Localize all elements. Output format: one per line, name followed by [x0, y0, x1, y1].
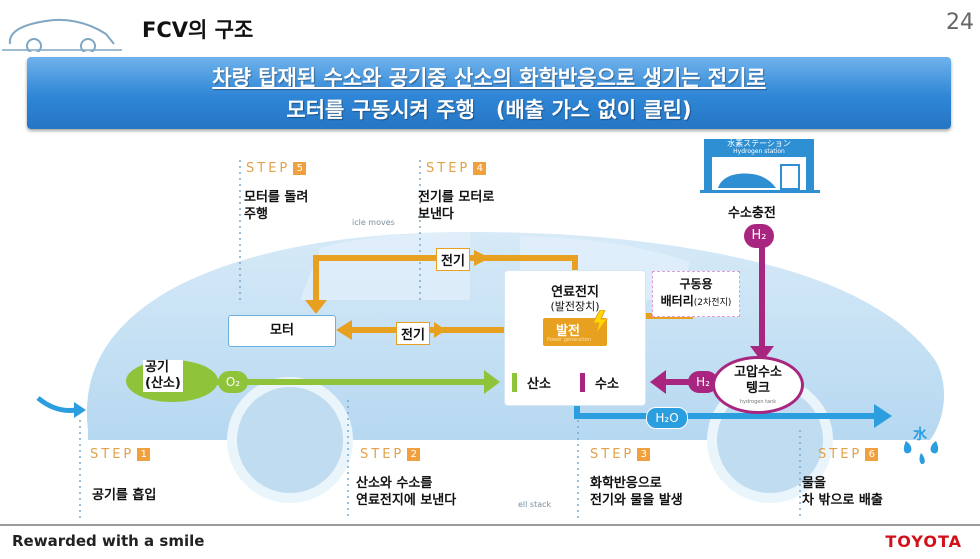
banner-line-2: 모터를 구동시켜 주행 (배출 가스 없이 클린)	[286, 98, 692, 122]
water-icon: 水	[913, 427, 927, 443]
hydrogen-tank-sublabel: hydrogen tank	[739, 399, 777, 405]
o2-badge: O₂	[218, 371, 248, 393]
fuel-cell-subtitle: (발전장치)	[550, 300, 600, 313]
station-h2-badge: H₂	[744, 224, 774, 248]
step-5-text: 모터를 돌려 주행	[244, 190, 309, 222]
step-1-text: 공기를 흡입	[92, 488, 157, 503]
page-title: FCV의 구조	[142, 18, 254, 42]
air-oxygen-label: 공기 (산소)	[143, 360, 183, 392]
motor-box: 모터	[228, 315, 336, 347]
oxygen-label: 산소	[512, 373, 551, 392]
hydrogen-tank-label: 고압수소 텡크	[734, 365, 782, 396]
electricity-label-mid: 전기	[396, 322, 430, 345]
front-wheel	[227, 377, 353, 503]
station-sign-text: 水素ステーション Hydrogen station	[727, 139, 791, 156]
hydrogen-tank-box: 고압수소 텡크 hydrogen tank	[712, 356, 804, 414]
hydrogen-station-icon	[700, 139, 820, 193]
title-banner: 차량 탑재된 수소와 공기중 산소의 화학반응으로 생기는 전기로 모터를 구동…	[27, 57, 951, 129]
power-generation-label: 발전	[556, 324, 580, 339]
hydrogen-label: 수소	[580, 373, 619, 392]
step-4-text: 전기를 모터로 보낸다	[418, 190, 495, 222]
faint-power-generation: Power generation	[547, 337, 591, 343]
battery-label-line2: 배터리(2차전지)	[660, 294, 732, 308]
h2-badge: H₂	[688, 371, 718, 393]
step-2-text: 산소와 수소를 연료전지에 보낸다	[356, 476, 457, 508]
lightning-icon	[592, 310, 608, 334]
banner-line-1: 차량 탑재된 수소와 공기중 산소의 화학반응으로 생기는 전기로	[212, 66, 766, 90]
battery-box: 구동용 배터리(2차전지)	[652, 271, 740, 317]
footer-slogan: Rewarded with a smile	[12, 532, 205, 550]
faint-cell-stack: ell stack	[518, 500, 552, 509]
electricity-label-top: 전기	[436, 248, 470, 271]
faint-vehicle-moves: icle moves	[352, 218, 395, 227]
toyota-logo: TOYOTA	[885, 532, 962, 551]
page-number: 24	[946, 10, 974, 35]
hydrogen-station-label: 수소충전	[728, 206, 776, 221]
fuel-cell-title: 연료전지	[551, 285, 599, 300]
step-6-text: 물을 차 밖으로 배출	[802, 476, 883, 508]
h2o-badge: H₂O	[646, 407, 688, 429]
footer-divider	[0, 524, 980, 526]
battery-label-line1: 구동용	[679, 277, 713, 291]
car-outline-icon	[2, 18, 122, 52]
step-3-text: 화학반응으로 전기와 물을 발생	[590, 476, 683, 508]
